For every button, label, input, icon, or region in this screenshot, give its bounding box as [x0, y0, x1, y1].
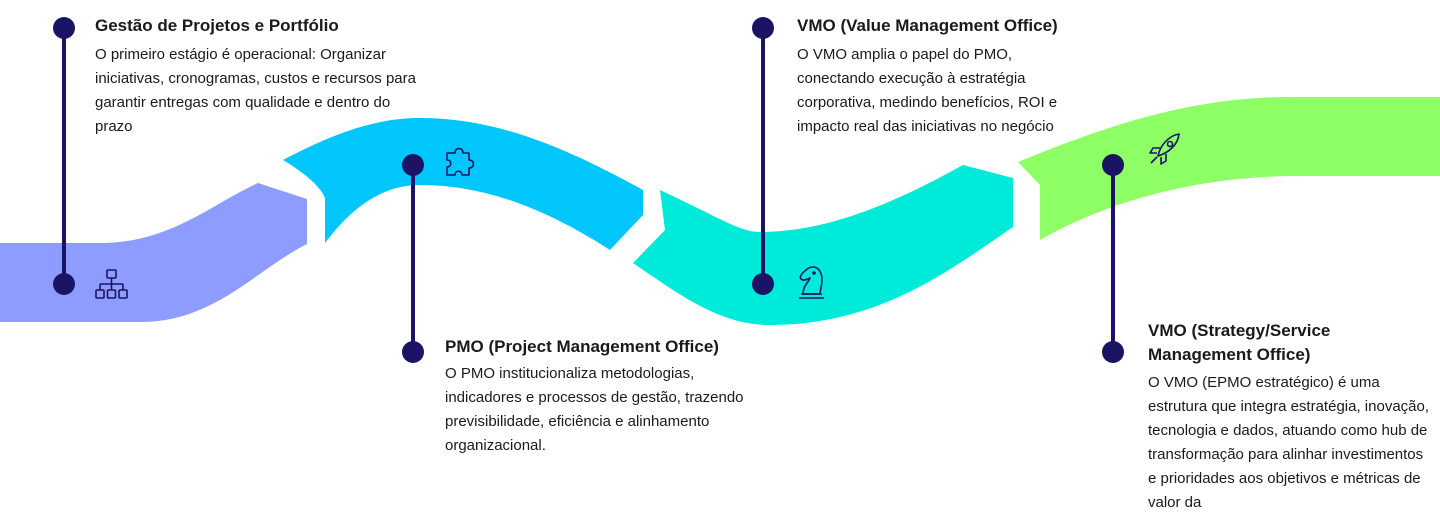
stage-1-description: O primeiro estágio é operacional: Organi… [95, 46, 416, 135]
stage-4-connector [1111, 165, 1115, 353]
org-chart-icon [95, 269, 128, 299]
stage-4-bottom-marker [1102, 341, 1124, 363]
ribbon-segment-3 [633, 165, 1013, 325]
stage-2-bottom-marker [402, 341, 424, 363]
stage-1-title: Gestão de Projetos e Portfólio [95, 16, 339, 35]
ribbon-segment-1 [0, 183, 307, 322]
stage-3-bottom-marker [752, 273, 774, 295]
stage-4-title: VMO (Strategy/Service Management Office) [1148, 321, 1331, 364]
stage-1-connector [62, 28, 66, 286]
stage-2-top-marker [402, 154, 424, 176]
stage-3-title: VMO (Value Management Office) [797, 16, 1058, 35]
stage-2-title: PMO (Project Management Office) [445, 337, 719, 356]
stage-2-connector [411, 165, 415, 353]
stage-4-top-marker [1102, 154, 1124, 176]
rocket-icon [1149, 133, 1180, 165]
stage-1-bottom-marker [53, 273, 75, 295]
stage-4-description: O VMO (EPMO estratégico) é uma estrutura… [1148, 374, 1430, 511]
stage-3-top-marker [752, 17, 774, 39]
ribbon-segment-2 [283, 118, 643, 250]
ribbon-segment-4 [1018, 97, 1440, 240]
stage-3-description: O VMO amplia o papel do PMO, conectando … [797, 46, 1058, 135]
stage-2-description: O PMO institucionaliza metodologias, ind… [445, 365, 744, 454]
puzzle-icon [446, 147, 475, 176]
chess-knight-icon [799, 266, 824, 299]
stage-3-connector [761, 28, 765, 286]
stage-1-top-marker [53, 17, 75, 39]
